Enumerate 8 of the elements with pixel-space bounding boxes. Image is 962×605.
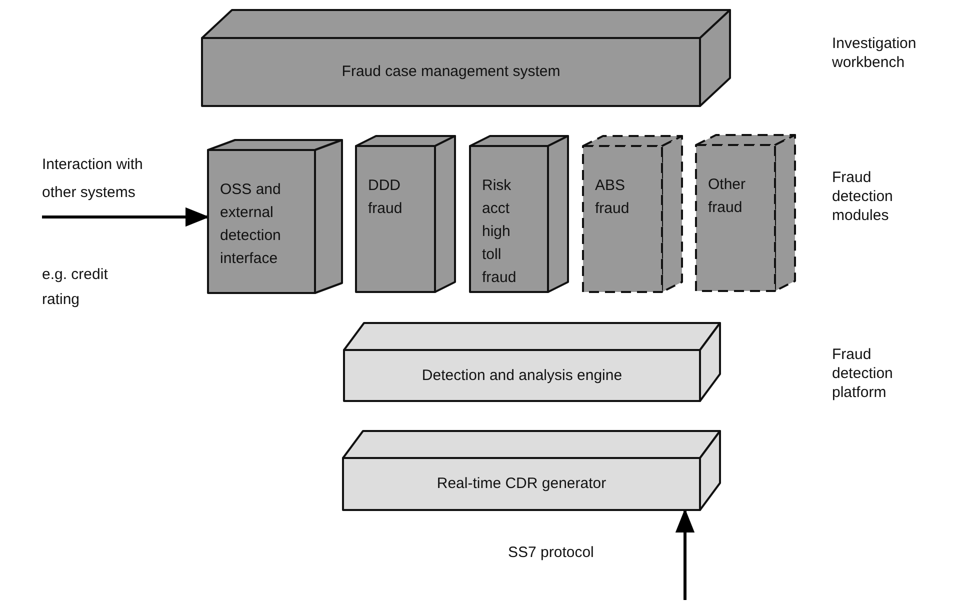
arrow: [42, 207, 210, 227]
side-label: Fraud detection platform: [832, 345, 894, 402]
side-label: e.g. credit rating: [42, 265, 109, 310]
side-label: SS7 protocol: [508, 543, 595, 562]
side-label: Investigation workbench: [832, 34, 918, 72]
arrow: [675, 508, 695, 600]
side-label: Interaction with other systems: [42, 155, 144, 203]
side-label: Fraud detection modules: [832, 168, 894, 225]
